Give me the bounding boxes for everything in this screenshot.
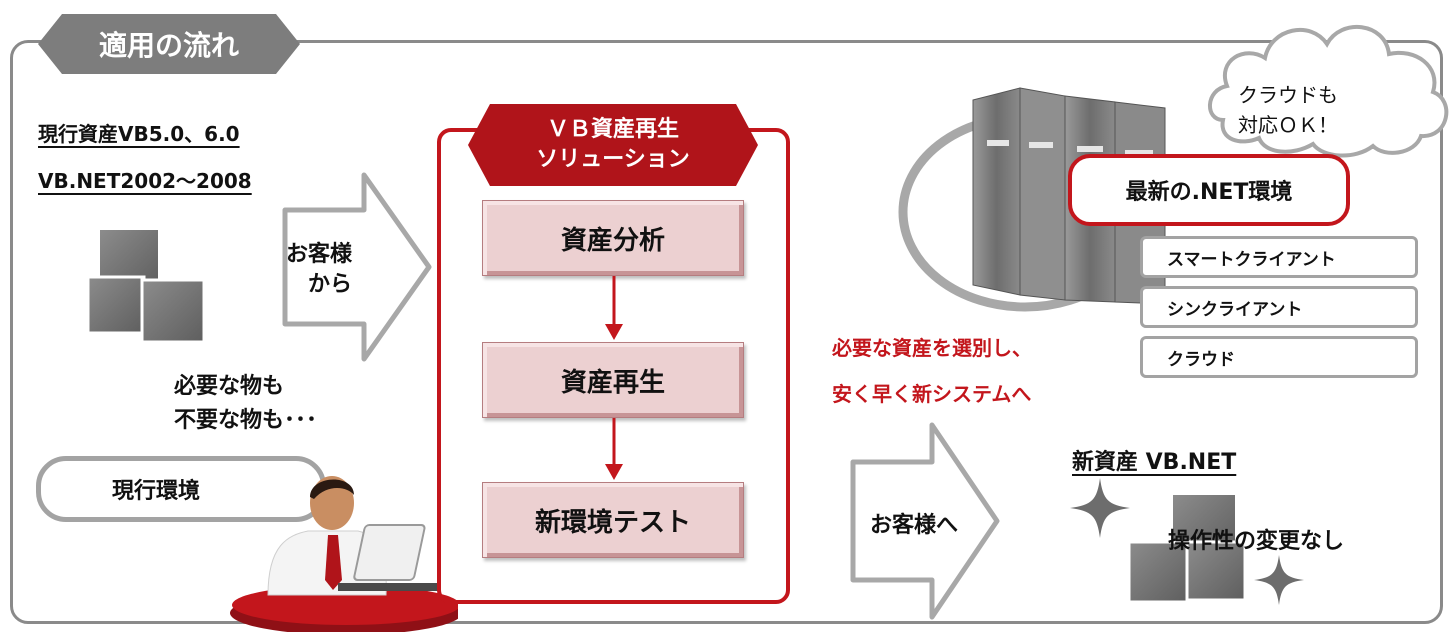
cheap-fast-message: 安く早く新システムへ xyxy=(832,382,1032,406)
from-customer-line1: お客様 xyxy=(286,242,353,267)
step-new-env-test: 新環境テスト xyxy=(482,482,744,558)
current-asset-label: 現行資産VB5.0、6.0 xyxy=(38,122,240,146)
step-asset-regeneration: 資産再生 xyxy=(482,342,744,418)
mixed-items-label: 必要な物も 不要な物も･･･ xyxy=(174,370,317,438)
person-at-laptop-icon xyxy=(230,476,458,632)
sparkle-icon xyxy=(1070,478,1130,538)
current-assets-icon xyxy=(86,230,206,344)
step-arrow-1 xyxy=(605,276,623,340)
latest-dotnet-env-box: 最新の.NET環境 xyxy=(1068,154,1350,226)
solution-title-line2: ソリューション xyxy=(536,147,690,172)
to-customer-label: お客様へ xyxy=(870,513,959,538)
option-cloud: クラウド xyxy=(1140,336,1418,378)
select-assets-message: 必要な資産を選別し、 xyxy=(832,336,1032,360)
mixed-items-line2: 不要な物も･･･ xyxy=(174,408,318,433)
cloud-icon xyxy=(1208,24,1449,158)
main-frame xyxy=(10,40,1443,624)
from-customer-arrow xyxy=(282,172,432,362)
cloud-ok-label: クラウドも 対応ＯＫ！ xyxy=(1238,80,1338,140)
sparkle-small-icon xyxy=(1254,555,1304,605)
step-arrow-2 xyxy=(605,418,623,480)
option-smart-client: スマートクライアント xyxy=(1140,236,1418,278)
step-asset-analysis: 資産分析 xyxy=(482,200,744,276)
option-thin-client: シンクライアント xyxy=(1140,286,1418,328)
no-operability-change-label: 操作性の変更なし xyxy=(1168,529,1345,554)
from-customer-label: お客様 から xyxy=(286,240,352,300)
cloud-ok-line1: クラウドも xyxy=(1238,83,1338,107)
solution-title-shape xyxy=(468,104,758,186)
from-customer-line2: から xyxy=(308,272,353,297)
new-assets-icon xyxy=(1127,495,1247,604)
new-asset-label: 新資産 VB.NET xyxy=(1072,450,1237,475)
mixed-items-line1: 必要な物も xyxy=(174,374,285,399)
to-customer-arrow xyxy=(850,422,1000,620)
solution-title-line1: ＶＢ資産再生 xyxy=(546,117,679,142)
page-title: 適用の流れ xyxy=(98,29,239,62)
solution-title: ＶＢ資産再生 ソリューション xyxy=(468,104,758,186)
current-env-box: 現行環境 xyxy=(36,456,326,522)
cloud-ok-line2: 対応ＯＫ！ xyxy=(1238,113,1338,137)
current-asset-version-label: VB.NET2002～2008 xyxy=(38,169,252,193)
title-tab-shape xyxy=(38,14,300,74)
